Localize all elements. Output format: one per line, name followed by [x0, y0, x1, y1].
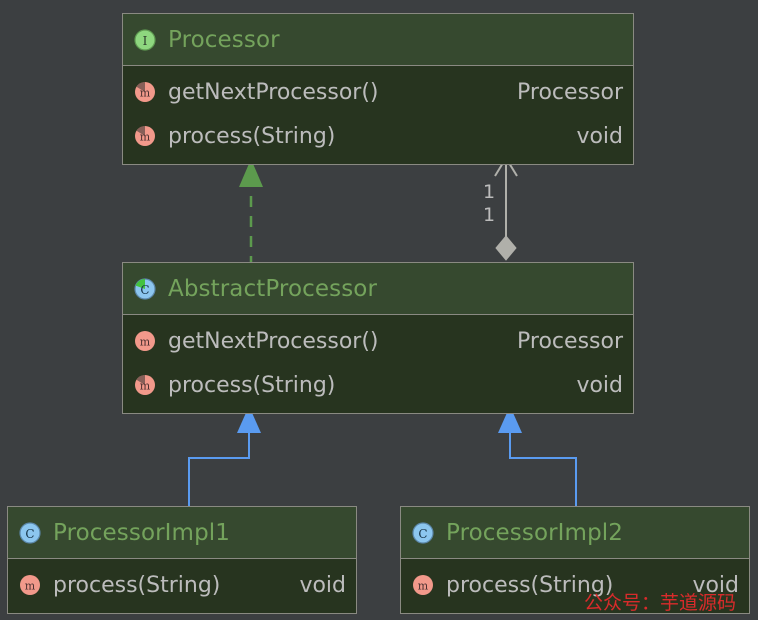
realization-connector-abstractprocessor-processor[interactable] — [225, 155, 277, 267]
uml-member-name: process(String) — [53, 572, 221, 598]
svg-text:m: m — [140, 87, 151, 100]
class-icon: C — [18, 521, 42, 545]
generalization-connector-processorimpl1-abstractprocessor[interactable] — [170, 403, 270, 511]
uml-class-members-processor: m getNextProcessor() Processor m process… — [123, 66, 633, 164]
svg-text:m: m — [418, 580, 429, 593]
uml-class-box-processor[interactable]: I Processor m getNextProcessor() Process… — [122, 13, 634, 165]
svg-text:m: m — [140, 336, 151, 349]
method-icon: m — [18, 573, 42, 597]
uml-class-box-abstractprocessor[interactable]: C AbstractProcessor m getNextProcessor()… — [122, 262, 634, 414]
class-icon: C — [411, 521, 435, 545]
uml-class-box-processorimpl2[interactable]: C ProcessorImpl2 m process(String) void — [400, 506, 750, 614]
svg-text:C: C — [25, 527, 34, 541]
uml-member-type: void — [576, 123, 623, 149]
uml-member-row[interactable]: m getNextProcessor() Processor — [133, 70, 623, 114]
svg-text:m: m — [25, 580, 36, 593]
aggregation-multiplicity-target: 1 — [483, 181, 496, 203]
uml-member-row[interactable]: m getNextProcessor() Processor — [133, 319, 623, 363]
uml-class-title-processorimpl2: ProcessorImpl2 — [446, 519, 623, 546]
abstract-class-icon: C — [133, 277, 157, 301]
uml-member-name: getNextProcessor() — [168, 328, 379, 354]
uml-class-title-processor: Processor — [168, 26, 280, 53]
method-icon: m — [133, 80, 157, 104]
method-icon: m — [411, 573, 435, 597]
uml-member-name: process(String) — [168, 123, 336, 149]
method-icon: m — [133, 329, 157, 353]
uml-member-name: process(String) — [446, 572, 614, 598]
watermark-text: 公众号：芋道源码 — [584, 592, 737, 614]
uml-member-name: getNextProcessor() — [168, 79, 379, 105]
uml-member-row[interactable]: m process(String) void — [411, 563, 739, 607]
method-icon: m — [133, 124, 157, 148]
method-icon: m — [133, 373, 157, 397]
uml-class-header-processor[interactable]: I Processor — [123, 14, 633, 66]
uml-member-name: process(String) — [168, 372, 336, 398]
svg-text:m: m — [140, 131, 151, 144]
aggregation-multiplicity-source: 1 — [483, 204, 496, 226]
uml-member-type: void — [692, 572, 739, 598]
uml-class-members-processorimpl2: m process(String) void — [401, 559, 749, 613]
uml-class-header-abstractprocessor[interactable]: C AbstractProcessor — [123, 263, 633, 315]
uml-member-row[interactable]: m process(String) void — [133, 114, 623, 158]
uml-member-type: Processor — [517, 328, 623, 354]
uml-class-title-abstractprocessor: AbstractProcessor — [168, 275, 378, 302]
uml-member-row[interactable]: m process(String) void — [133, 363, 623, 407]
uml-class-header-processorimpl2[interactable]: C ProcessorImpl2 — [401, 507, 749, 559]
uml-member-type: void — [299, 572, 346, 598]
uml-class-members-processorimpl1: m process(String) void — [8, 559, 356, 613]
svg-text:m: m — [140, 380, 151, 393]
uml-member-type: void — [576, 372, 623, 398]
uml-class-header-processorimpl1[interactable]: C ProcessorImpl1 — [8, 507, 356, 559]
uml-class-members-abstractprocessor: m getNextProcessor() Processor m process… — [123, 315, 633, 413]
svg-text:I: I — [143, 34, 148, 48]
uml-member-type: Processor — [517, 79, 623, 105]
svg-text:C: C — [140, 283, 149, 297]
uml-class-box-processorimpl1[interactable]: C ProcessorImpl1 m process(String) void — [7, 506, 357, 614]
uml-class-title-processorimpl1: ProcessorImpl1 — [53, 519, 230, 546]
uml-member-row[interactable]: m process(String) void — [18, 563, 346, 607]
interface-icon: I — [133, 28, 157, 52]
generalization-connector-processorimpl2-abstractprocessor[interactable] — [490, 403, 590, 511]
svg-text:C: C — [418, 527, 427, 541]
